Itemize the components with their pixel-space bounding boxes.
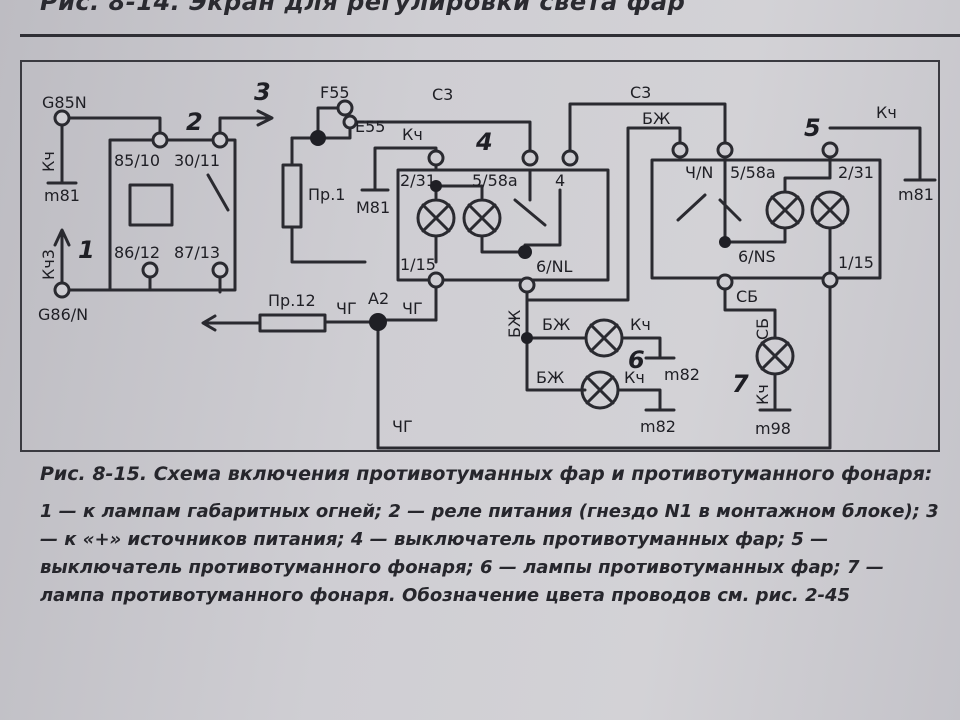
label-chg1: ЧГ xyxy=(336,299,357,318)
junction-a2 xyxy=(369,313,387,331)
label-sw4-231: 2/31 xyxy=(400,171,436,190)
wire-sb xyxy=(723,280,777,340)
label-r30: 30/11 xyxy=(174,151,220,170)
fuse-pr1 xyxy=(281,163,303,229)
switch4-contact xyxy=(513,198,547,227)
label-kch-sw4: Кч xyxy=(402,125,423,144)
label-g85n: G85N xyxy=(42,93,87,112)
label-m81-left: m81 xyxy=(44,186,80,205)
terminal-g86n xyxy=(53,281,71,299)
label-chg2: ЧГ xyxy=(402,299,423,318)
label-r86: 86/12 xyxy=(114,243,160,262)
page-rule xyxy=(20,34,960,37)
callout-2: 2 xyxy=(186,108,203,136)
wire-f55 xyxy=(316,106,347,140)
figure-frame xyxy=(20,60,940,452)
label-sb2: СБ xyxy=(753,318,772,340)
switch5-contact xyxy=(676,193,707,222)
wire-kch-right xyxy=(828,126,922,182)
label-chn: Ч/N xyxy=(685,163,713,182)
junction-f55 xyxy=(310,130,326,146)
label-m81-right: m81 xyxy=(898,185,934,204)
wire-fuse-bottom xyxy=(290,225,367,264)
callout-5: 5 xyxy=(804,114,821,142)
label-sw5-231: 2/31 xyxy=(838,163,874,182)
arrow-1-head xyxy=(53,228,71,247)
label-sw5-558: 5/58a xyxy=(730,163,776,182)
label-kch-l7: Кч xyxy=(753,384,772,405)
switch5-box xyxy=(650,158,882,280)
label-kch-l1: Кч xyxy=(630,315,651,334)
label-kch-right: Кч xyxy=(876,103,897,122)
label-e55: E55 xyxy=(355,117,385,136)
caption-body: 1 — к лампам габаритных огней; 2 — реле … xyxy=(40,501,939,606)
label-pr1: Пр.1 xyxy=(308,185,345,204)
terminal-g85n xyxy=(53,109,71,127)
wire-g85n xyxy=(60,116,162,142)
label-a2: A2 xyxy=(368,289,389,308)
label-sw4-558: 5/58a xyxy=(472,171,518,190)
label-bzh-vert: БЖ xyxy=(505,310,524,338)
label-r85: 85/10 xyxy=(114,151,160,170)
arrow-3-head xyxy=(256,109,274,127)
wire-bzh-vert xyxy=(525,298,587,392)
label-g86n: G86/N xyxy=(38,305,88,324)
label-sw5-6ns: 6/NS xyxy=(738,247,776,266)
callout-7: 7 xyxy=(732,370,749,398)
label-bzh-l2: БЖ xyxy=(536,368,564,387)
previous-figure-caption: Рис. 8-14. Экран для регулировки света ф… xyxy=(40,0,686,16)
caption-title: Рис. 8-15. Схема включения противотуманн… xyxy=(40,463,933,485)
label-bzh-l1: БЖ xyxy=(542,315,570,334)
callout-6: 6 xyxy=(628,346,645,374)
wire-6nl xyxy=(525,126,682,302)
label-bzh-top: БЖ xyxy=(642,109,670,128)
label-m81-mid: M81 xyxy=(356,198,390,217)
wire-chg-bottom xyxy=(376,278,832,450)
wire-c3-right xyxy=(568,102,727,160)
wire-g86n xyxy=(60,268,152,292)
label-chg3: ЧГ xyxy=(392,417,413,436)
label-r87: 87/13 xyxy=(174,243,220,262)
label-kch3: Кч3 xyxy=(39,249,58,280)
label-kch-left: Кч xyxy=(39,151,58,172)
label-c3a: C3 xyxy=(432,85,453,104)
callout-1: 1 xyxy=(78,236,95,264)
label-sw4-6nl: 6/NL xyxy=(536,257,573,276)
callout-4: 4 xyxy=(475,128,493,156)
callout-3: 3 xyxy=(254,78,271,106)
label-sw4-115: 1/15 xyxy=(400,255,436,274)
figure-caption: Рис. 8-15. Схема включения противотуманн… xyxy=(40,460,945,610)
fuse-pr12 xyxy=(258,313,327,333)
label-kch-l2: Кч xyxy=(624,368,645,387)
label-sb1: СБ xyxy=(736,287,758,306)
relay-switch xyxy=(206,173,230,212)
label-m82b: m82 xyxy=(640,417,676,436)
label-pr12: Пр.12 xyxy=(268,291,316,310)
label-c3b: C3 xyxy=(630,83,651,102)
label-sw5-115: 1/15 xyxy=(838,253,874,272)
relay-coil xyxy=(128,183,174,227)
relay-box xyxy=(108,138,237,292)
label-f55: F55 xyxy=(320,83,350,102)
switch4-box xyxy=(396,168,610,282)
label-m98: m98 xyxy=(755,419,791,438)
label-m82a: m82 xyxy=(664,365,700,384)
label-sw4-4: 4 xyxy=(555,171,565,190)
